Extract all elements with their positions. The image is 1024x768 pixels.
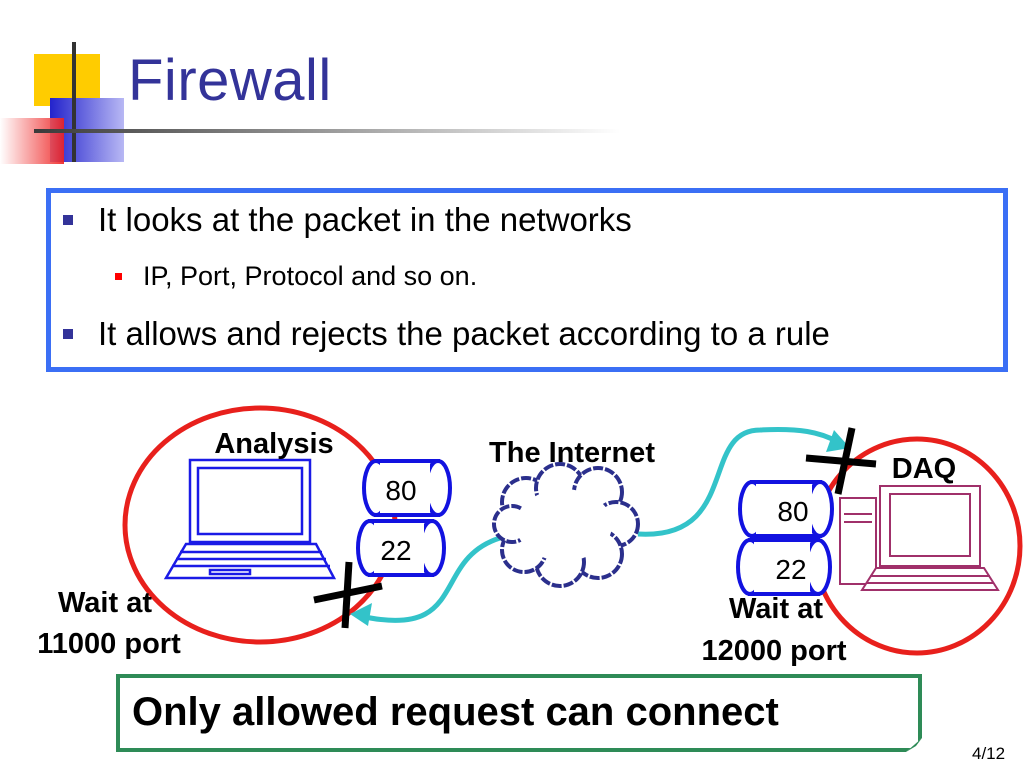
port-number: 80	[385, 475, 416, 506]
analysis-label: Analysis	[214, 428, 333, 460]
bullet-text: It allows and rejects the packet accordi…	[98, 315, 830, 352]
port-cylinder-80-analysis: 80	[362, 459, 452, 517]
bullet-item: It allows and rejects the packet accordi…	[63, 315, 830, 353]
port-cylinder-80-daq: 80	[738, 480, 834, 538]
bullet-square-icon	[63, 329, 73, 339]
internet-label: The Internet	[489, 437, 655, 469]
port-number: 80	[777, 496, 808, 527]
wait-right-line2: 12000 port	[701, 635, 846, 667]
bullet-text: It looks at the packet in the networks	[98, 201, 632, 238]
sub-bullet-item: IP, Port, Protocol and so on.	[115, 261, 477, 292]
sub-bullet-text: IP, Port, Protocol and so on.	[143, 261, 478, 291]
bullet-item: It looks at the packet in the networks	[63, 201, 632, 239]
port-cylinder-22-daq: 22	[736, 538, 832, 596]
page-number: 4/12	[972, 744, 1006, 763]
slide-title: Firewall	[128, 48, 332, 113]
wait-left-line1: Wait at	[58, 587, 152, 619]
footer-text: Only allowed request can connect	[132, 690, 779, 734]
port-number: 22	[380, 535, 411, 566]
daq-label: DAQ	[892, 453, 956, 485]
footer-callout: Only allowed request can connect	[116, 674, 922, 752]
bullet-square-icon	[115, 273, 122, 280]
laptop-icon	[163, 458, 337, 580]
wait-left-line2: 11000 port	[37, 628, 181, 660]
arrow-head-icon	[350, 603, 372, 626]
internet-to-daq-arrow	[637, 427, 840, 537]
x-mark-icon	[805, 427, 877, 495]
wait-right-line1: Wait at	[729, 593, 823, 625]
port-number: 22	[775, 554, 806, 585]
internet-to-analysis-arrow	[359, 535, 501, 623]
arrow-head-icon	[826, 430, 850, 452]
port-cylinder-22-analysis: 22	[356, 519, 446, 577]
firewall-diagram: 80 22 80 22 Analysis The Internet DAQ Wa…	[37, 405, 1023, 667]
x-mark-icon	[313, 561, 383, 629]
bullet-box: It looks at the packet in the networks I…	[46, 188, 1008, 372]
bullet-square-icon	[63, 215, 73, 225]
desktop-computer-icon	[839, 485, 1000, 591]
